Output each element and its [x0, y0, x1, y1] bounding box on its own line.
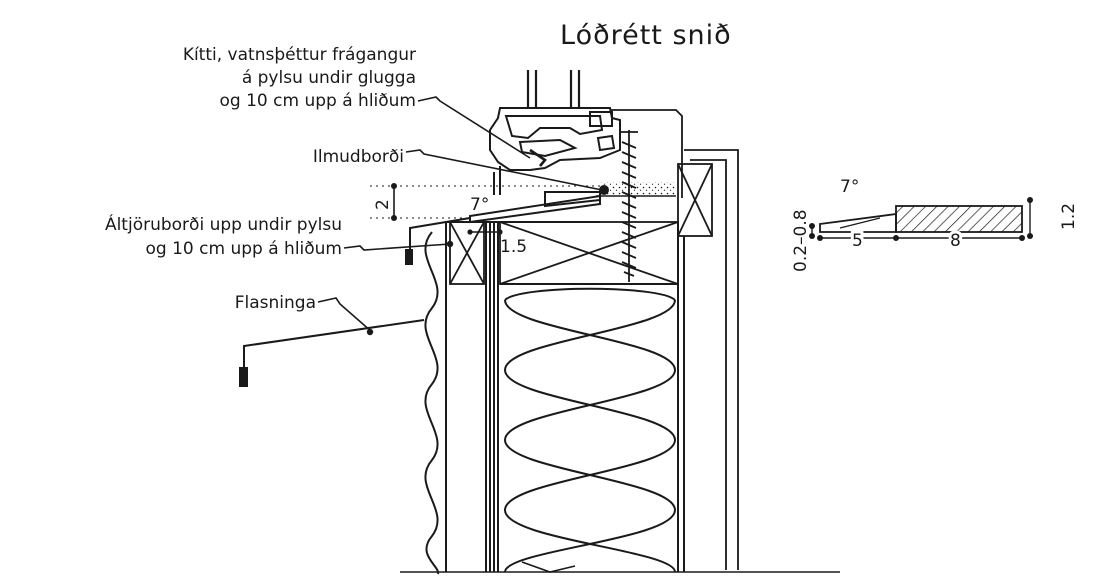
frame-casing [610, 109, 739, 570]
annotation-flashing: Flasninga [235, 293, 316, 313]
detail-thin-value: 0.2–0.8 [791, 209, 811, 272]
sill-angle-value: 7° [470, 195, 489, 215]
sill-height-value: 2 [373, 199, 393, 210]
sealant-line-2: á pylsu undir glugga [242, 68, 416, 88]
window-glass [526, 70, 581, 108]
sealant-line-1: Kítti, vatnsþéttur frágangur [183, 45, 416, 65]
sill-detail: 7° 0.2–0.8 1.2 5 8 [791, 177, 1079, 272]
detail-angle-value: 7° [840, 177, 859, 197]
leader-lines [317, 96, 603, 333]
leader-dot [446, 240, 454, 248]
timber-blocks [449, 163, 713, 285]
annotation-tar-strip: Áltjöruborði upp undir pylsu og 10 cm up… [105, 213, 342, 259]
screw [620, 130, 638, 282]
level-lines [370, 185, 600, 219]
tar-strip-line-2: og 10 cm upp á hliðum [146, 239, 342, 259]
tar-strip-line-1: Áltjöruborði upp undir pylsu [105, 213, 342, 235]
window-frame-profile [489, 107, 621, 195]
sealant-line-3: og 10 cm upp á hliðum [220, 91, 416, 111]
wall-layers [445, 221, 685, 572]
corrugated-cladding [405, 217, 471, 575]
overhang-dimension: 1.5 [467, 229, 527, 257]
flashing [239, 319, 425, 387]
leader-dot [366, 328, 374, 336]
overhang-value: 1.5 [500, 237, 527, 257]
insulation [503, 287, 677, 573]
detail-len-b-value: 8 [950, 231, 961, 251]
detail-len-a-value: 5 [852, 231, 863, 251]
annotation-sealant: Kítti, vatnsþéttur frágangur á pylsu und… [183, 45, 416, 111]
section-mark [521, 561, 576, 573]
sill-pylsa [469, 182, 676, 224]
detail-thick-value: 1.2 [1059, 203, 1079, 230]
drawing-title: Lóðrétt snið [560, 20, 732, 51]
sill-height-dimension: 2 [373, 183, 397, 221]
annotation-scented-strip: Ilmudborði [313, 147, 404, 167]
